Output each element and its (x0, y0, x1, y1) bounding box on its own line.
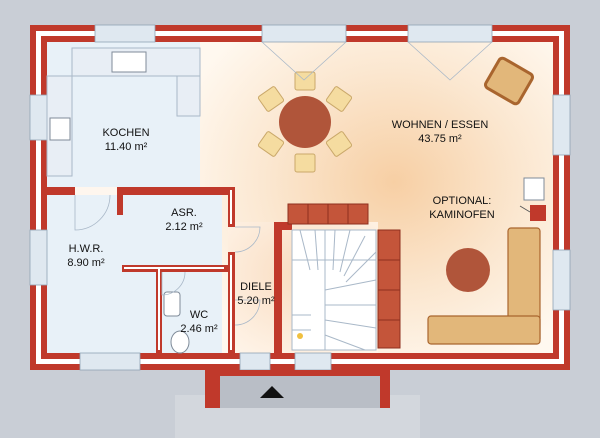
windows (29, 24, 571, 371)
kaminofen-icon (530, 205, 546, 221)
stair-light-icon (297, 333, 303, 339)
chimney-icon (523, 177, 545, 201)
room-label-hwr: H.W.R. (69, 243, 104, 255)
door-swings (74, 41, 493, 326)
dining-chairs (257, 71, 353, 173)
washbasin-icon (163, 291, 181, 317)
toilet-icon (170, 330, 190, 354)
stove-icon (49, 117, 71, 141)
sofa (427, 227, 541, 345)
room-label-asr: ASR. (171, 207, 197, 219)
room-area-kochen: 11.40 m² (105, 141, 148, 153)
room-area-asr: 2.12 m² (165, 221, 203, 233)
room-label-wohnen: WOHNEN / ESSEN (392, 119, 489, 131)
room-area-diele: 5.20 m² (237, 295, 275, 307)
room-area-hwr: 8.90 m² (67, 257, 105, 269)
porch-floor (220, 376, 380, 408)
dining-table (279, 96, 331, 148)
staircase (291, 229, 377, 351)
room-label-diele: DIELE (240, 281, 272, 293)
floor-asr (122, 195, 222, 265)
kaminofen-label: KAMINOFEN (429, 209, 494, 221)
entrance-arrow-icon (260, 386, 284, 398)
room-area-wc: 2.46 m² (180, 323, 218, 335)
armchair (484, 56, 534, 106)
kaminofen-pointer (519, 205, 531, 213)
porch-steps (175, 400, 420, 438)
sink-icon (111, 51, 147, 73)
cabinet-dividers (307, 204, 400, 321)
room-label-kochen: KOCHEN (102, 127, 149, 139)
room-area-wohnen: 43.75 m² (418, 133, 462, 145)
interior-wall-lines (124, 190, 232, 350)
room-label-wc: WC (190, 309, 208, 321)
optional-label: OPTIONAL: (433, 195, 492, 207)
coffee-table (446, 248, 490, 292)
